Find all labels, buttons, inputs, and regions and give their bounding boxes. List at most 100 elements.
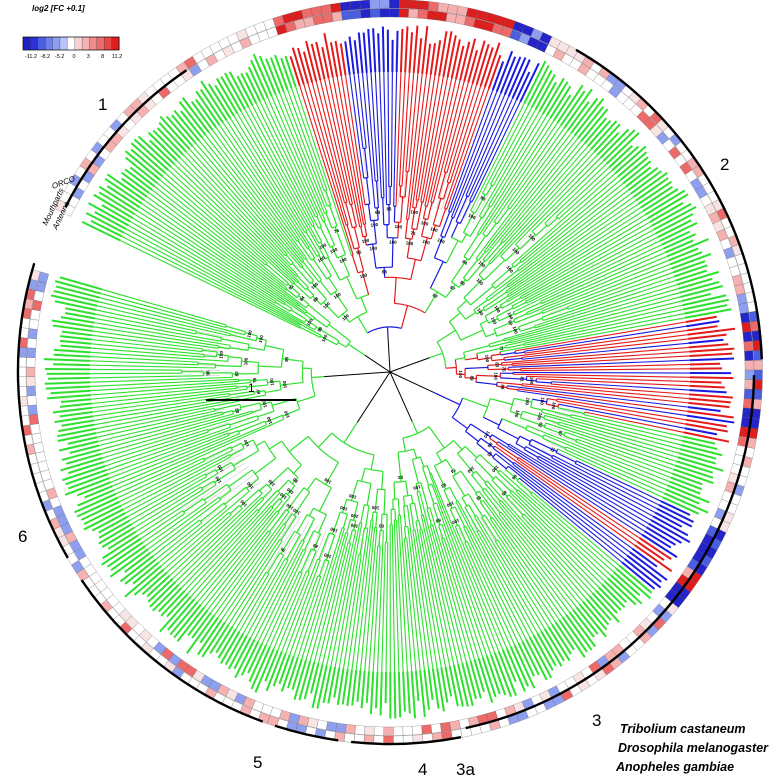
gene-label-mark: [121, 177, 148, 198]
tree-branch: [284, 303, 293, 310]
tree-branch: [315, 81, 348, 203]
tree-branch: [411, 207, 416, 229]
tree-branch: [415, 483, 419, 492]
gene-label-mark: [207, 83, 232, 119]
bootstrap-value: 80: [480, 195, 487, 202]
gene-label-mark: [195, 98, 217, 129]
tree-branch: [558, 421, 678, 458]
gene-label-mark: [77, 489, 115, 507]
tree-branch: [399, 515, 413, 672]
bootstrap-value: 100: [216, 464, 224, 473]
tree-branch: [286, 487, 305, 511]
tree-branch: [248, 346, 265, 351]
gene-label-mark: [556, 84, 584, 124]
bootstrap-values: 1009810084921001008810010010010010010076…: [205, 195, 563, 559]
gene-label-mark: [656, 507, 693, 528]
gene-label-mark: [681, 292, 712, 303]
tree-branch: [365, 177, 371, 205]
tree-branch: [459, 200, 472, 224]
heatmap-cell: [30, 423, 41, 435]
tree-branch: [415, 75, 436, 200]
gene-label-mark: [461, 662, 474, 706]
gene-label-mark: [94, 211, 127, 230]
gene-label-mark: [278, 654, 291, 685]
tree-branch: [512, 463, 631, 553]
tree-branch: [218, 346, 230, 350]
gene-label-mark: [483, 42, 501, 88]
tree-branch: [312, 317, 316, 321]
tree-branch: [411, 228, 417, 231]
tree-branch: [215, 127, 298, 243]
bootstrap-value: 100: [243, 357, 249, 365]
bootstrap-value: 100: [292, 507, 301, 516]
tree-branch: [291, 88, 328, 191]
tree-branch: [558, 403, 685, 429]
tree-branch: [353, 227, 360, 248]
tree-branch: [230, 462, 236, 470]
gene-label-mark: [611, 145, 640, 172]
gene-label-mark: [291, 47, 305, 85]
tree-branch: [480, 437, 494, 449]
tree-branch: [575, 441, 672, 479]
tree-branch: [403, 494, 412, 497]
heatmap-cell: [345, 724, 356, 734]
tree-branch: [463, 278, 484, 299]
gene-label-mark: [666, 238, 709, 258]
legend-swatch: [96, 36, 105, 51]
gene-label-mark: [431, 668, 440, 709]
tree-branch: [410, 495, 414, 504]
heatmap-cell: [411, 725, 423, 735]
tree-branch: [364, 527, 378, 671]
bootstrap-value: 90: [459, 280, 466, 287]
gene-label-mark: [47, 393, 91, 400]
gene-label-mark: [76, 496, 119, 518]
gene-label-mark: [291, 658, 303, 691]
gene-label-mark: [501, 649, 517, 683]
tree-branch: [524, 325, 687, 352]
tree-branch: [167, 169, 294, 285]
tree-branch: [524, 329, 688, 354]
tree-branch: [412, 530, 434, 669]
tree-branch: [94, 317, 221, 342]
bootstrap-value: 85: [386, 207, 392, 212]
gene-label-mark: [85, 212, 125, 234]
tree-branch: [135, 489, 204, 533]
tree-branch: [263, 340, 267, 351]
tree-branch: [265, 414, 283, 423]
gene-label-mark: [688, 343, 729, 349]
tree-branch: [216, 353, 229, 357]
tree-branch: [302, 518, 315, 541]
gene-label-mark: [509, 646, 530, 687]
tree-branch: [323, 301, 339, 319]
tree-branch: [536, 381, 552, 384]
gene-label-mark: [583, 117, 608, 145]
tree-branch: [307, 83, 349, 225]
tree-branch: [90, 382, 251, 396]
heatmap-cell: [31, 299, 43, 312]
bootstrap-value: 100: [529, 377, 534, 385]
tree-branch: [551, 383, 690, 395]
gene-label-mark: [344, 41, 351, 75]
tree-branch: [229, 504, 240, 514]
tree-branch: [494, 445, 636, 546]
gene-label-mark: [686, 418, 727, 428]
bootstrap-value: 100: [394, 224, 402, 229]
bootstrap-value: 100: [512, 326, 519, 335]
tree-branch: [541, 317, 544, 321]
tree-branch: [231, 410, 234, 415]
gene-label-mark: [404, 26, 409, 73]
gene-label-mark: [80, 500, 120, 521]
tree-branch: [405, 481, 409, 496]
tree-branch: [501, 363, 513, 366]
tree-branch: [245, 332, 258, 337]
tree-branch: [235, 573, 270, 630]
tree-branch: [437, 172, 447, 198]
tree-branch: [169, 508, 243, 577]
tree-branch: [534, 284, 678, 329]
legend-tick-label: 11.2: [112, 54, 122, 60]
tree-branch: [517, 489, 612, 576]
tree-branch: [219, 124, 300, 241]
tree-branch: [288, 435, 309, 452]
tree-branch: [546, 403, 559, 408]
